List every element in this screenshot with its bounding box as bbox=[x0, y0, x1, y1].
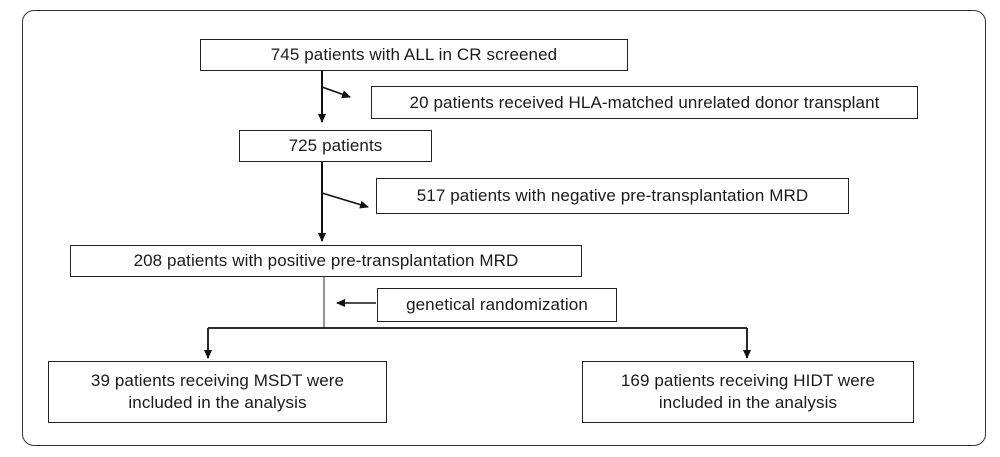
excluded-unrelated-box: 20 patients received HLA-matched unrelat… bbox=[371, 86, 918, 119]
msdt-box: 39 patients receiving MSDT were included… bbox=[48, 361, 387, 423]
excluded-negative-mrd-text: 517 patients with negative pre-transplan… bbox=[416, 186, 809, 205]
remaining-text: 725 patients bbox=[288, 136, 383, 155]
positive-mrd-text: 208 patients with positive pre-transplan… bbox=[133, 251, 519, 270]
hidt-box: 169 patients receiving HIDT were include… bbox=[582, 361, 914, 423]
positive-mrd-box: 208 patients with positive pre-transplan… bbox=[70, 245, 582, 277]
randomization-box: genetical randomization bbox=[377, 288, 617, 322]
hidt-text-line1: 169 patients receiving HIDT were bbox=[620, 371, 876, 390]
screened-text: 745 patients with ALL in CR screened bbox=[270, 45, 558, 64]
msdt-text-line1: 39 patients receiving MSDT were bbox=[90, 371, 345, 390]
msdt-text-line2: included in the analysis bbox=[128, 393, 307, 412]
remaining-box: 725 patients bbox=[239, 130, 432, 162]
hidt-text-line2: included in the analysis bbox=[658, 393, 838, 412]
diagram-frame bbox=[22, 10, 986, 446]
arrow-exclude-negative bbox=[321, 192, 369, 209]
excluded-unrelated-text: 20 patients received HLA-matched unrelat… bbox=[409, 92, 880, 112]
screened-box: 745 patients with ALL in CR screened bbox=[200, 39, 628, 71]
randomization-text: genetical randomization bbox=[406, 295, 588, 314]
arrow-exclude-unrelated bbox=[321, 86, 351, 99]
excluded-negative-mrd-box: 517 patients with negative pre-transplan… bbox=[376, 178, 849, 214]
